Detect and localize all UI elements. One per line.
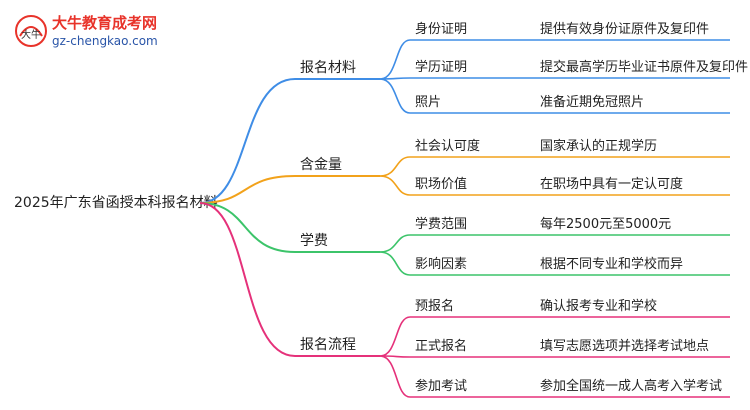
branch-label: 含金量: [300, 157, 342, 173]
root-topic: 2025年广东省函授本科报名材料: [14, 195, 218, 211]
child-note: 准备近期免冠照片: [540, 94, 644, 110]
child-note: 填写志愿选项并选择考试地点: [540, 339, 709, 354]
child-label: 社会认可度: [415, 138, 480, 154]
child-note: 每年2500元至5000元: [540, 216, 671, 232]
child-connector: [379, 355, 411, 398]
child-label: 职场价值: [415, 176, 467, 192]
branch-connector: [199, 202, 296, 357]
child-connector: [379, 175, 411, 196]
child-note: 国家承认的正规学历: [540, 138, 657, 154]
child-label: 身份证明: [415, 21, 467, 37]
child-note: 提交最高学历毕业证书原件及复印件: [540, 59, 748, 75]
site-logo: 大牛 大牛教育成考网 gz-chengkao.com: [14, 10, 184, 52]
child-label: 正式报名: [415, 338, 467, 354]
child-connector: [379, 156, 411, 177]
child-note: 参加全国统一成人高考入学考试: [540, 378, 722, 394]
branch-label: 报名流程: [300, 337, 356, 353]
child-connector: [379, 78, 411, 114]
branch-connector: [199, 175, 296, 204]
child-label: 参加考试: [415, 378, 467, 394]
logo-badge-text: 大牛: [21, 28, 41, 41]
child-note: 确认报考专业和学校: [540, 298, 657, 314]
child-connector: [379, 251, 411, 276]
child-note: 提供有效身份证原件及复印件: [540, 21, 709, 37]
child-note: 根据不同专业和学校而异: [540, 256, 683, 272]
branch-connector: [199, 202, 296, 253]
child-connector: [379, 39, 411, 80]
logo-badge-icon: 大牛: [15, 15, 47, 47]
child-connector: [379, 234, 411, 253]
child-note: 在职场中具有一定认可度: [540, 176, 683, 192]
logo-url: gz-chengkao.com: [52, 34, 158, 48]
child-label: 预报名: [415, 298, 454, 314]
child-label: 学费范围: [415, 216, 467, 232]
logo-title: 大牛教育成考网: [52, 14, 158, 32]
child-label: 影响因素: [415, 256, 467, 272]
branch-label: 报名材料: [300, 60, 356, 76]
child-connector: [379, 316, 411, 357]
branch-connector: [199, 78, 296, 204]
child-label: 照片: [415, 95, 441, 110]
branch-label: 学费: [300, 233, 328, 249]
child-label: 学历证明: [415, 59, 467, 75]
